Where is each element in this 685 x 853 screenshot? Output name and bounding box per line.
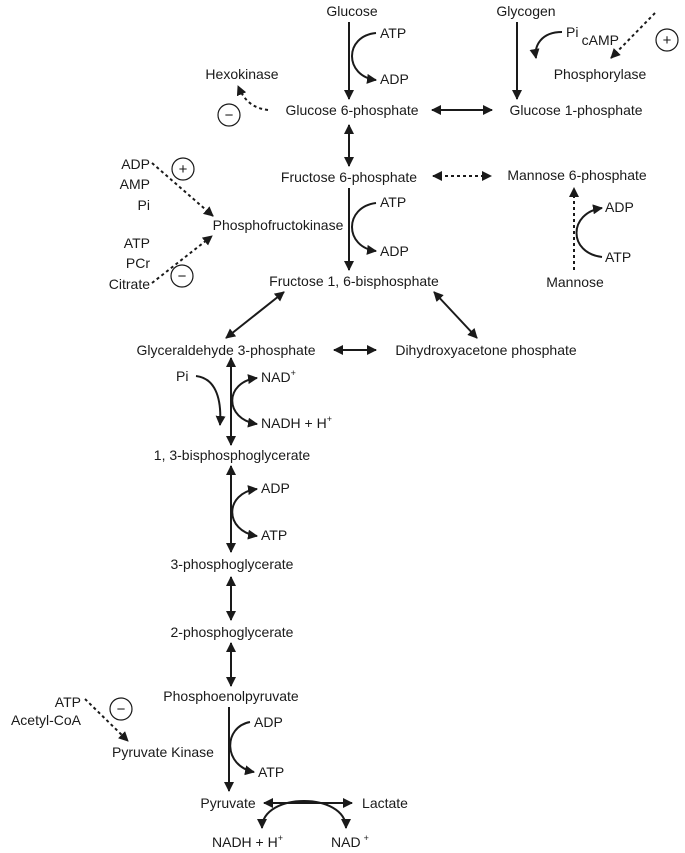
g3p-pi-arc <box>195 375 226 426</box>
pk-atp-label: ATP <box>258 764 284 780</box>
g3p-nad-nadh-arc <box>231 374 258 428</box>
glyceraldehyde-3-phosphate-label: Glyceraldehyde 3-phosphate <box>136 342 315 358</box>
glucose-label: Glucose <box>326 3 378 19</box>
g3p-nadh-label: NADH + H+ <box>261 414 332 431</box>
phosphoenolpyruvate-label: Phosphoenolpyruvate <box>163 688 299 704</box>
pfk-inhibitor-atp: ATP <box>124 235 150 251</box>
phosphofructokinase-label: Phosphofructokinase <box>213 217 344 233</box>
pyruvate-kinase-label: Pyruvate Kinase <box>112 744 214 760</box>
hexokinase-minus-sign: − <box>225 107 234 124</box>
mannose-6-phosphate-label: Mannose 6-phosphate <box>507 167 647 183</box>
bpg-adp-atp-arc <box>231 485 258 540</box>
nadh-nad-arc <box>257 800 351 829</box>
pfk-atp-adp-arc <box>351 202 377 255</box>
pfk-activation-symbol <box>171 157 195 181</box>
g3p-nad-label: NAD+ <box>261 368 296 385</box>
2-phosphoglycerate-label: 2-phosphoglycerate <box>171 624 294 640</box>
glucose-atp-adp-arc <box>351 32 377 84</box>
mannose-atp-adp-arc <box>575 204 603 258</box>
f16bp-dhap-arrow <box>433 291 478 339</box>
mannose-atp-label: ATP <box>605 249 631 265</box>
pfk-activator-adp: ADP <box>121 156 150 172</box>
phosphorylase-plus-sign: + <box>663 32 672 49</box>
ldh-nadh-label: NADH + H+ <box>212 833 283 850</box>
pk-adp-label: ADP <box>254 714 283 730</box>
g3p-pi-label: Pi <box>176 368 188 384</box>
pfk-inhibitor-citrate: Citrate <box>109 276 150 292</box>
pfk-inhibition-symbol <box>170 264 194 288</box>
glucose-atp-label: ATP <box>380 25 406 41</box>
pk-minus-sign: − <box>117 701 126 718</box>
hexokinase-inhibition-symbol <box>217 103 241 127</box>
glycogen-pi-arc <box>529 31 563 59</box>
pk-inhibition-symbol <box>109 697 133 721</box>
pk-adp-atp-arc <box>229 721 255 776</box>
pk-inhibitor-acetyl-coa: Acetyl-CoA <box>11 712 82 728</box>
3-phosphoglycerate-label: 3-phosphoglycerate <box>171 556 294 572</box>
fructose-6-phosphate-label: Fructose 6-phosphate <box>281 169 417 185</box>
hexokinase-label: Hexokinase <box>205 66 278 82</box>
pfk-activation-arrow <box>151 162 214 217</box>
f16bp-g3p-arrow <box>225 291 285 339</box>
pfk-inhibition-arrow <box>151 235 213 284</box>
hexokinase-inhibition-arrow <box>236 85 269 111</box>
glucose-6-phosphate-label: Glucose 6-phosphate <box>285 102 418 118</box>
dihydroxyacetone-phosphate-label: Dihydroxyacetone phosphate <box>395 342 577 358</box>
glucose-adp-label: ADP <box>380 71 409 87</box>
bpg-atp-label: ATP <box>261 527 287 543</box>
mannose-adp-label: ADP <box>605 199 634 215</box>
fructose-1-6-bisphosphate-label: Fructose 1, 6-bisphosphate <box>269 273 439 289</box>
pyruvate-label: Pyruvate <box>200 795 255 811</box>
glucose-1-phosphate-label: Glucose 1-phosphate <box>509 102 642 118</box>
glycogen-label: Glycogen <box>496 3 555 19</box>
bpg-adp-label: ADP <box>261 480 290 496</box>
pfk-activator-pi: Pi <box>138 197 150 213</box>
glycogen-pi-label: Pi <box>566 24 578 40</box>
phosphorylase-activation-symbol <box>655 28 679 52</box>
lactate-label: Lactate <box>362 795 408 811</box>
mannose-label: Mannose <box>546 274 604 290</box>
camp-label: cAMP <box>582 32 619 48</box>
pk-inhibitor-atp: ATP <box>55 694 81 710</box>
pfk-inhibitor-pcr: PCr <box>126 255 150 271</box>
pk-inhibition-arrow <box>84 698 129 742</box>
pfk-adp-label: ADP <box>380 243 409 259</box>
phosphorylase-label: Phosphorylase <box>554 66 647 82</box>
pfk-plus-sign: + <box>179 161 188 178</box>
pfk-atp-label: ATP <box>380 194 406 210</box>
1-3-bisphosphoglycerate-label: 1, 3-bisphosphoglycerate <box>154 447 311 463</box>
ldh-nad-label: NAD+ <box>331 833 369 850</box>
camp-activation-arrow <box>610 12 656 59</box>
pfk-minus-sign: − <box>178 268 187 285</box>
pfk-activator-amp: AMP <box>120 176 150 192</box>
